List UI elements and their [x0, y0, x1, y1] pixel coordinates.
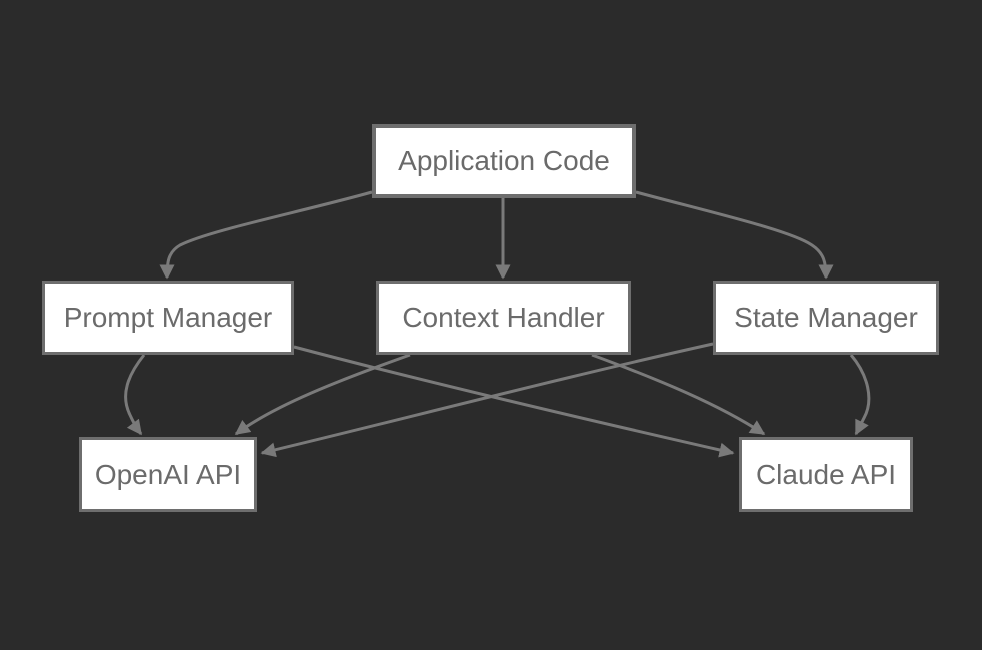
node-openai-api: OpenAI API: [79, 437, 257, 512]
edge-state-to-claude: [849, 354, 871, 436]
edge-prompt-to-claude: [293, 345, 735, 458]
node-claude-api: Claude API: [739, 437, 913, 512]
node-prompt-manager-label: Prompt Manager: [63, 302, 273, 333]
edge-context-to-claude: [591, 353, 766, 436]
node-application-code: Application Code: [372, 124, 636, 198]
edge-state-to-openai: [260, 342, 714, 458]
edge-prompt-to-openai: [124, 354, 146, 436]
node-application-code-label: Application Code: [398, 145, 610, 176]
node-openai-api-label: OpenAI API: [94, 458, 242, 490]
edge-app-to-state: [635, 190, 834, 280]
node-state-manager-label: State Manager: [734, 302, 918, 333]
node-context-handler: Context Handler: [376, 281, 631, 355]
node-claude-api-label: Claude API: [755, 458, 897, 490]
node-prompt-manager: Prompt Manager: [42, 281, 294, 355]
node-context-handler-label: Context Handler: [402, 302, 605, 333]
node-state-manager: State Manager: [713, 281, 939, 355]
edge-context-to-openai: [234, 353, 411, 436]
edge-app-to-prompt: [159, 190, 373, 280]
